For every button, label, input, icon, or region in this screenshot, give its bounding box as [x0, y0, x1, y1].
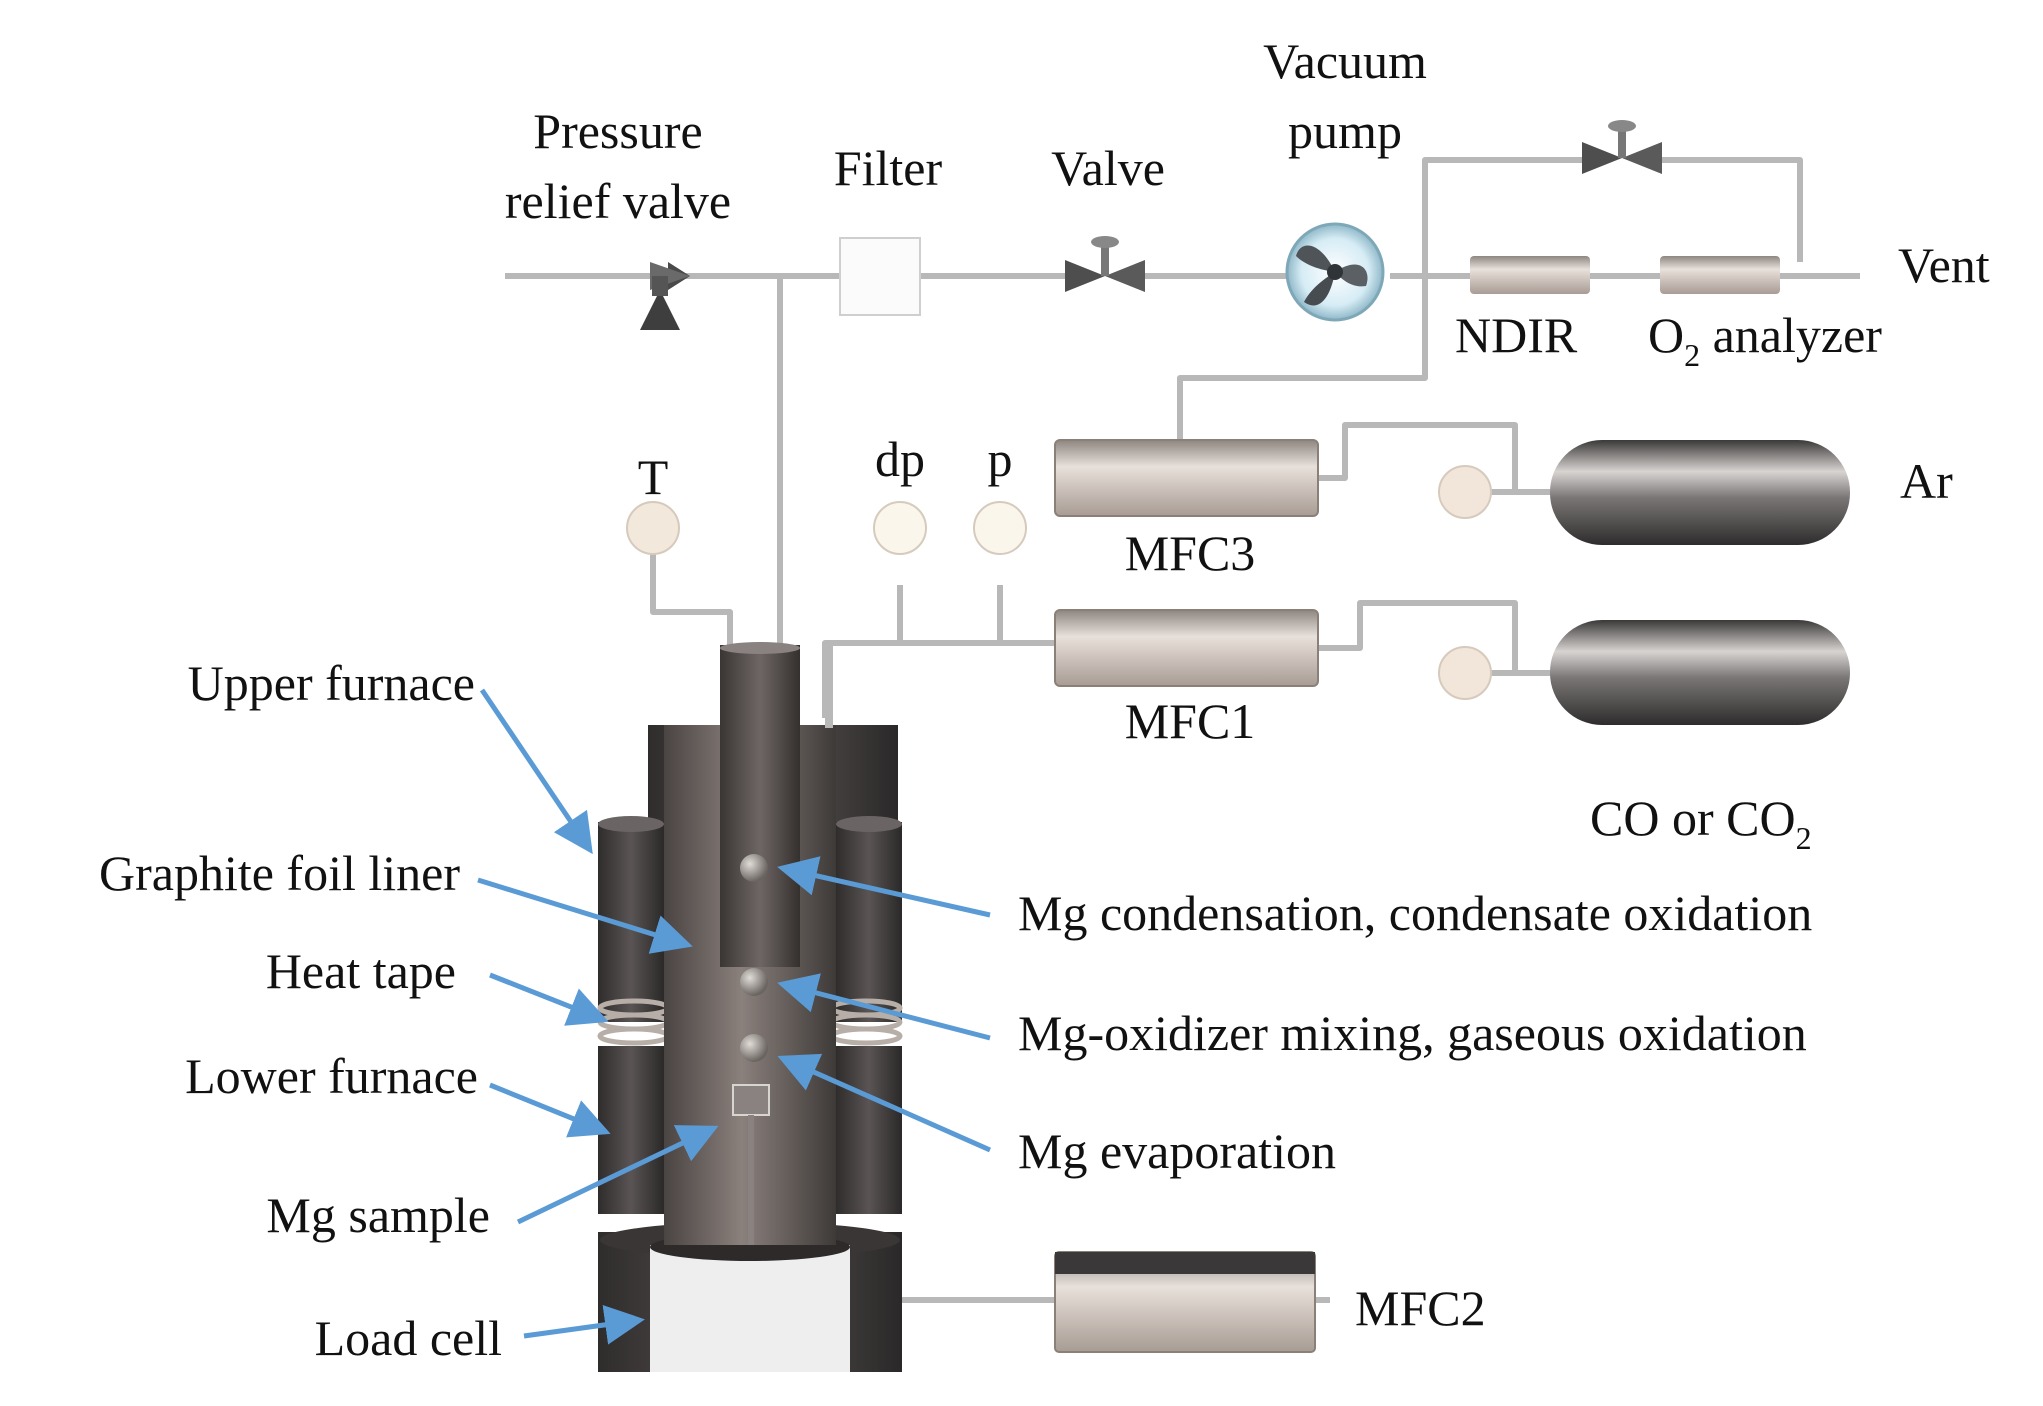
pressure-relief-valve-icon: [640, 262, 690, 330]
graphite-foil-liner-arrow: [477, 877, 693, 954]
dp-gauge-label: dp: [875, 431, 925, 487]
ar-label: Ar: [1900, 453, 1953, 509]
ar-regulator-gauge-icon: [1438, 465, 1492, 519]
heat-tape-label: Heat tape: [266, 943, 456, 999]
filter-label: Filter: [834, 140, 943, 196]
ar-gas-cylinder-icon: [1550, 440, 1850, 545]
t-gauge-label: T: [638, 449, 669, 505]
co-gas-cylinder-icon: [1550, 620, 1850, 725]
p-gauge-label: p: [988, 431, 1013, 487]
mfc3-label: MFC3: [1125, 525, 1256, 581]
mg-condensation-label: Mg condensation, condensate oxidation: [1018, 885, 1812, 941]
filter-box-icon: [839, 237, 921, 316]
valve-label: Valve: [1051, 140, 1165, 196]
mfc2-box-icon: [1054, 1251, 1316, 1353]
lower-furnace-arrow: [489, 1082, 611, 1138]
vacuum-pump-label-line2: pump: [1288, 103, 1402, 159]
callout-arrows: [477, 688, 992, 1345]
upper-furnace-arrow: [479, 688, 593, 855]
mfc3-box-icon: [1054, 439, 1319, 517]
ndir-label: NDIR: [1455, 307, 1578, 363]
mg-evaporation-arrow: [777, 1053, 992, 1153]
co-regulator-gauge-icon: [1438, 646, 1492, 700]
temperature-gauge-icon: [626, 501, 680, 555]
ndir-analyzer-icon: [1470, 256, 1590, 294]
butterfly-valve-icon: [1065, 236, 1145, 292]
upper-furnace-label: Upper furnace: [188, 655, 475, 711]
graphite-foil-liner-label: Graphite foil liner: [99, 845, 460, 901]
o2-analyzer-icon: [1660, 256, 1780, 294]
mg-sample-label: Mg sample: [266, 1187, 490, 1243]
mfc2-label: MFC2: [1355, 1280, 1486, 1336]
evaporation-zone-marker: [740, 1034, 768, 1062]
pressure-relief-valve-label-line1: Pressure: [533, 103, 702, 159]
vent-label: Vent: [1898, 237, 1990, 293]
bypass-valve-icon: [1582, 120, 1662, 174]
o2-analyzer-label: O2 analyzer: [1648, 307, 1882, 373]
pressure-relief-valve-label-line2: relief valve: [505, 173, 731, 229]
heat-tape-arrow: [489, 972, 609, 1026]
mg-sample-arrow: [516, 1125, 719, 1225]
mg-mixing-arrow: [777, 973, 991, 1041]
mixing-zone-marker: [740, 968, 768, 996]
mg-evaporation-label: Mg evaporation: [1018, 1123, 1336, 1179]
furnace-assembly: [597, 640, 903, 1372]
lower-furnace-label: Lower furnace: [185, 1048, 478, 1104]
mfc1-label: MFC1: [1125, 693, 1256, 749]
mg-condensation-arrow: [777, 856, 991, 918]
load-cell-label: Load cell: [315, 1310, 502, 1366]
pressure-gauge-icon: [973, 501, 1027, 555]
condensation-zone-marker: [740, 854, 768, 882]
vacuum-pump-icon: [1285, 222, 1385, 322]
vacuum-pump-label-line1: Vacuum: [1263, 33, 1427, 89]
mfc1-box-icon: [1054, 609, 1319, 687]
load-cell-arrow: [523, 1304, 645, 1345]
differential-pressure-gauge-icon: [873, 501, 927, 555]
co-or-co2-label: CO or CO2: [1590, 790, 1812, 856]
mg-mixing-label: Mg-oxidizer mixing, gaseous oxidation: [1018, 1005, 1807, 1061]
